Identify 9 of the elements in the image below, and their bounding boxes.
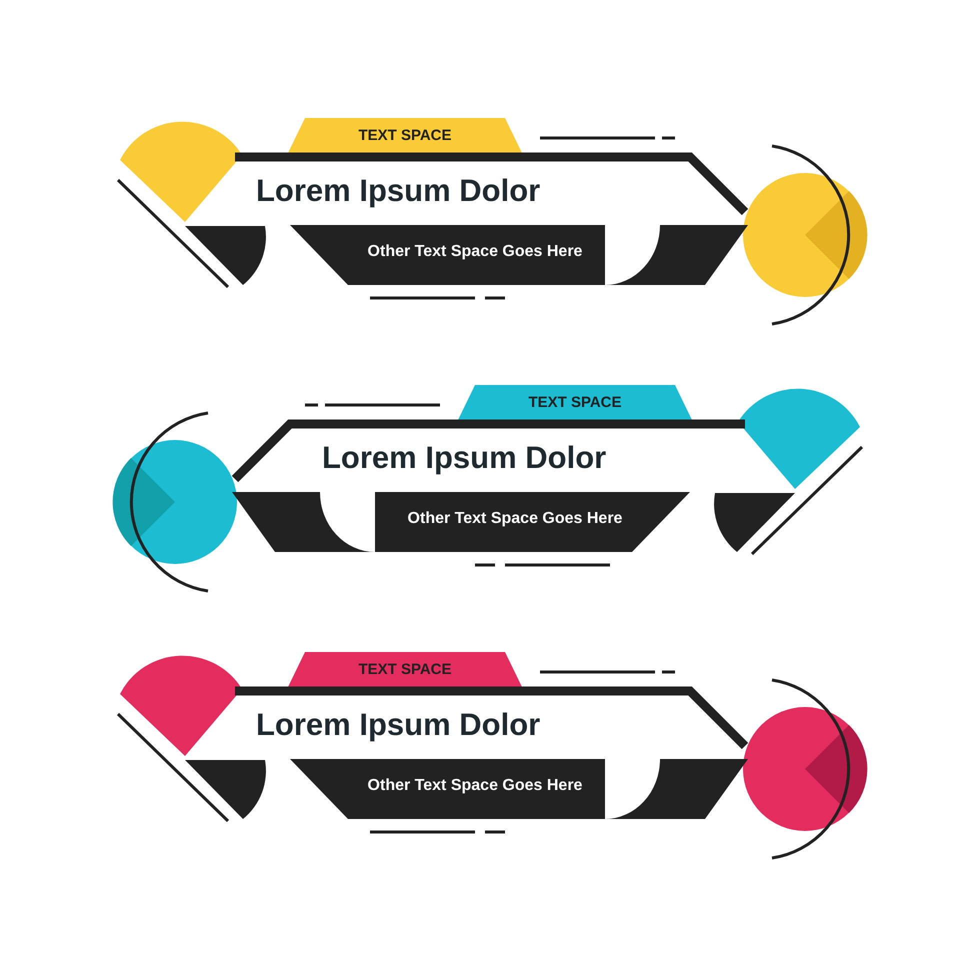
title-text: Lorem Ipsum Dolor: [256, 708, 540, 740]
title-text: Lorem Ipsum Dolor: [256, 174, 540, 206]
subtitle-text: Other Text Space Goes Here: [366, 244, 584, 260]
subtitle-text: Other Text Space Goes Here: [366, 778, 584, 794]
tag-text: TEXT SPACE: [357, 662, 453, 677]
subtitle-text: Other Text Space Goes Here: [406, 511, 624, 528]
tag-text: TEXT SPACE: [357, 128, 453, 143]
title-text: Lorem Ipsum Dolor: [322, 442, 606, 473]
tag-text: TEXT SPACE: [527, 394, 623, 410]
